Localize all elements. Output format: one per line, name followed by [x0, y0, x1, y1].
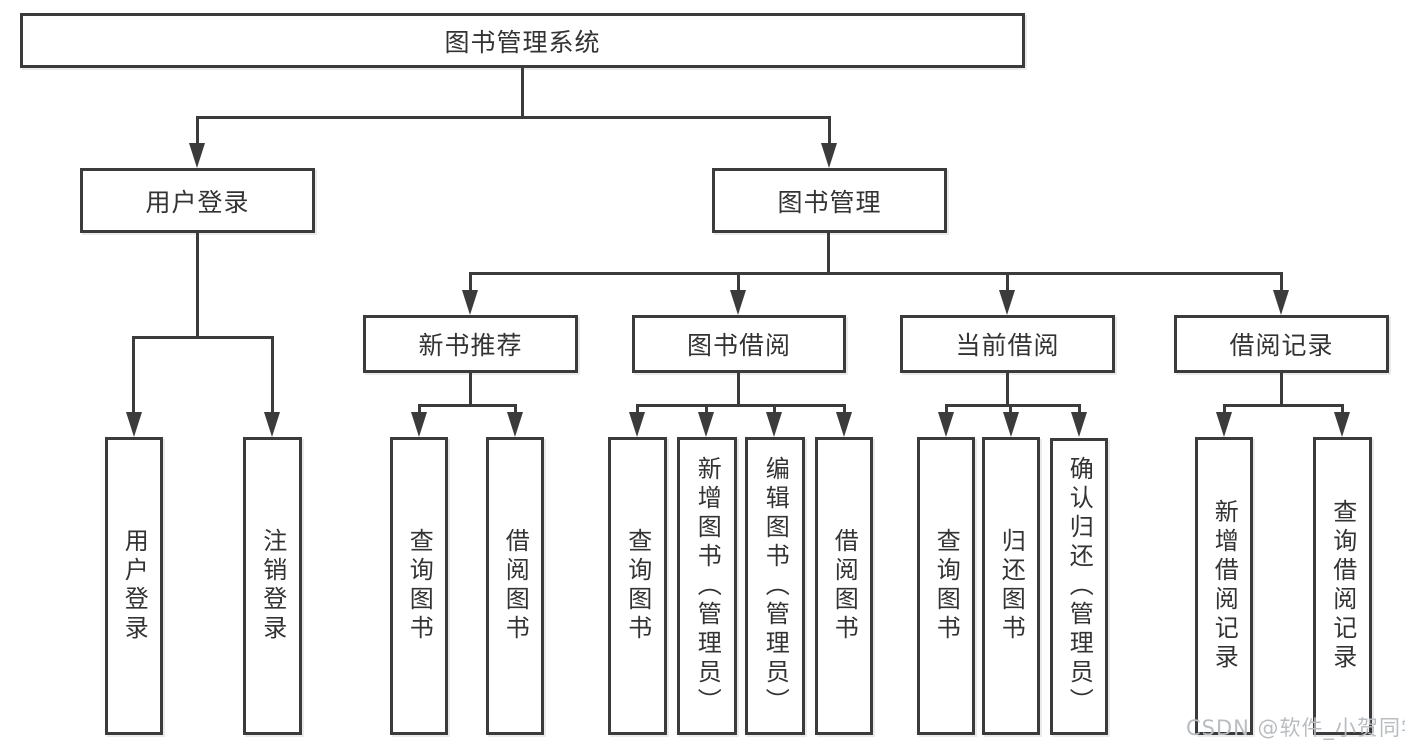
node-label: 确认归还（管理员） — [1065, 456, 1094, 717]
arrow-down-icon — [836, 412, 852, 437]
connector-bookmgmt-vline — [827, 233, 830, 275]
node-label: 归还图书 — [997, 528, 1026, 644]
connector-current-hline — [945, 404, 1081, 407]
connector-borrow-vline — [737, 373, 740, 406]
node-label: 图书管理系统 — [444, 27, 601, 57]
arrow-down-icon — [1273, 290, 1289, 315]
arrow-down-icon — [938, 412, 954, 437]
node-label: 查询借阅记录 — [1328, 499, 1357, 673]
connector-newbook-stem — [514, 404, 517, 416]
connector-userlogin-stem — [132, 336, 135, 414]
node-label: 注销登录 — [258, 528, 287, 644]
arrow-down-icon — [1216, 412, 1232, 437]
connector-current-stem — [1078, 404, 1081, 416]
connector-borrow-stem — [773, 404, 776, 416]
leaf-query-books-recommend: 查询图书 — [390, 437, 448, 735]
arrow-down-icon — [189, 143, 205, 168]
arrow-down-icon — [629, 412, 645, 437]
connector-borrow-stem — [843, 404, 846, 416]
connector-newbook-vline — [469, 373, 472, 406]
arrow-down-icon — [1003, 412, 1019, 437]
node-label: 新增借阅记录 — [1210, 499, 1239, 673]
connector-record-hline — [1223, 404, 1344, 407]
arrow-down-icon — [730, 290, 746, 315]
arrow-down-icon — [411, 412, 427, 437]
arrow-down-icon — [1071, 412, 1087, 437]
csdn-watermark: CSDN @软件_小贺同学 — [1186, 716, 1405, 740]
arrow-down-icon — [766, 412, 782, 437]
node-label: 用户登录 — [145, 187, 250, 217]
connector-current-stem — [945, 404, 948, 416]
connector-userlogin-hline — [133, 336, 274, 339]
node-library-management-system: 图书管理系统 — [20, 13, 1025, 68]
arrow-down-icon — [821, 143, 837, 168]
connector-bookmgmt-stem — [1006, 272, 1009, 294]
arrow-down-icon — [698, 412, 714, 437]
leaf-query-books-current: 查询图书 — [917, 437, 975, 735]
node-label: 借阅图书 — [830, 528, 859, 644]
arrow-down-icon — [1334, 412, 1350, 437]
node-label: 编辑图书（管理员） — [761, 455, 790, 717]
node-new-book-recommend: 新书推荐 — [363, 315, 578, 373]
node-label: 当前借阅 — [955, 331, 1060, 360]
arrow-down-icon — [126, 412, 142, 437]
leaf-confirm-return-admin: 确认归还（管理员） — [1050, 438, 1108, 735]
node-label: 图书借阅 — [686, 331, 791, 360]
node-label: 借阅记录 — [1229, 331, 1334, 360]
connector-newbook-stem — [418, 404, 421, 416]
connector-root-stem-left — [196, 116, 199, 145]
connector-newbook-hline — [418, 404, 517, 407]
node-label: 借阅图书 — [501, 528, 530, 644]
leaf-edit-book-admin: 编辑图书（管理员） — [745, 437, 805, 735]
node-label: 查询图书 — [623, 528, 652, 644]
leaf-borrow-books-recommend: 借阅图书 — [486, 437, 544, 735]
connector-userlogin-vline — [196, 233, 199, 338]
connector-root-stem-right — [828, 116, 831, 145]
connector-bookmgmt-stem — [469, 272, 472, 294]
node-current-borrowing: 当前借阅 — [900, 315, 1115, 373]
leaf-add-book-admin: 新增图书（管理员） — [677, 437, 737, 735]
connector-borrow-stem — [705, 404, 708, 416]
leaf-user-login: 用户登录 — [105, 437, 163, 735]
connector-current-vline — [1006, 373, 1009, 406]
node-label: 用户登录 — [120, 528, 149, 644]
leaf-logout: 注销登录 — [243, 437, 302, 735]
leaf-borrow-books-borrow: 借阅图书 — [815, 437, 873, 735]
node-label: 新增图书（管理员） — [693, 455, 722, 717]
node-borrowing-records: 借阅记录 — [1174, 315, 1389, 373]
leaf-query-books-borrow: 查询图书 — [608, 437, 667, 735]
node-book-management: 图书管理 — [712, 168, 947, 233]
connector-root-vline — [521, 68, 524, 118]
connector-root-hline — [196, 116, 831, 119]
connector-userlogin-stem — [271, 336, 274, 414]
arrow-down-icon — [462, 290, 478, 315]
connector-borrow-hline — [636, 404, 846, 407]
leaf-return-books: 归还图书 — [982, 437, 1040, 735]
connector-borrow-stem — [636, 404, 639, 416]
node-label: 新书推荐 — [418, 331, 523, 360]
connector-record-vline — [1280, 373, 1283, 406]
node-user-login: 用户登录 — [80, 168, 315, 233]
connector-bookmgmt-stem — [1280, 272, 1283, 294]
connector-bookmgmt-stem — [737, 272, 740, 294]
node-book-borrowing: 图书借阅 — [632, 315, 846, 373]
connector-current-stem — [1009, 404, 1012, 416]
connector-bookmgmt-hline — [469, 272, 1283, 275]
connector-record-stem — [1341, 404, 1344, 416]
leaf-query-borrow-record: 查询借阅记录 — [1313, 437, 1372, 735]
connector-record-stem — [1223, 404, 1226, 416]
node-label: 查询图书 — [405, 528, 434, 644]
arrow-down-icon — [999, 290, 1015, 315]
arrow-down-icon — [507, 412, 523, 437]
arrow-down-icon — [264, 412, 280, 437]
node-label: 查询图书 — [932, 528, 961, 644]
leaf-add-borrow-record: 新增借阅记录 — [1195, 437, 1253, 735]
node-label: 图书管理 — [777, 187, 882, 217]
